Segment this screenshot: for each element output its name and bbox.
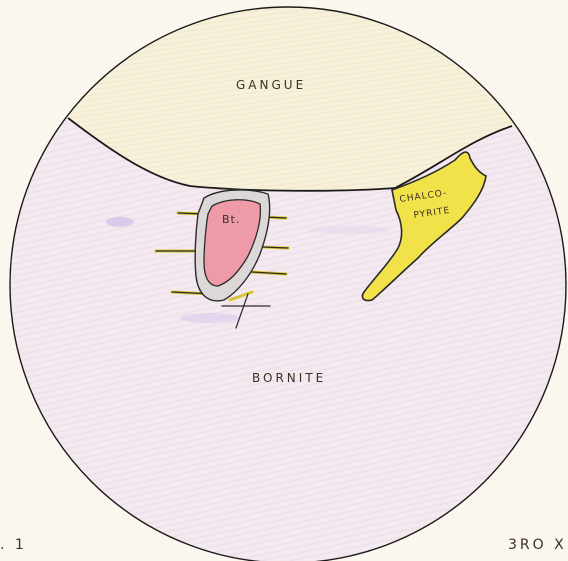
label-bornite: BORNITE: [252, 371, 326, 385]
label-gangue: GANGUE: [236, 78, 306, 92]
magnification-label: 3RO X: [508, 537, 567, 553]
label-bt: Bt.: [222, 213, 240, 226]
figure-number: . 1: [0, 537, 27, 553]
